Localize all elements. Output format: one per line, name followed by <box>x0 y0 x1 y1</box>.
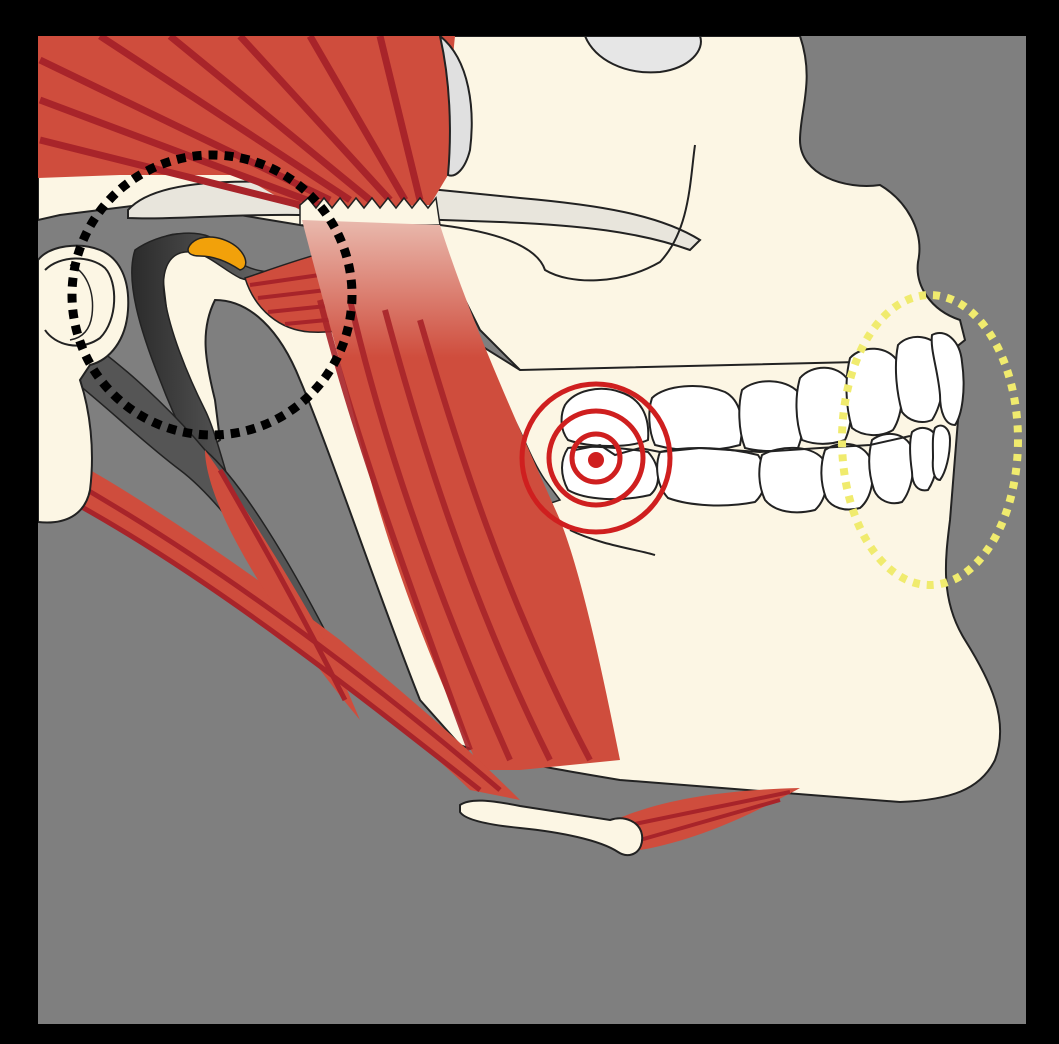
lower-molar-2 <box>657 448 765 505</box>
lower-premolar-1 <box>759 448 826 512</box>
upper-premolar-1 <box>739 381 803 451</box>
upper-molar-2 <box>649 386 742 450</box>
pain-center-dot <box>588 452 604 468</box>
